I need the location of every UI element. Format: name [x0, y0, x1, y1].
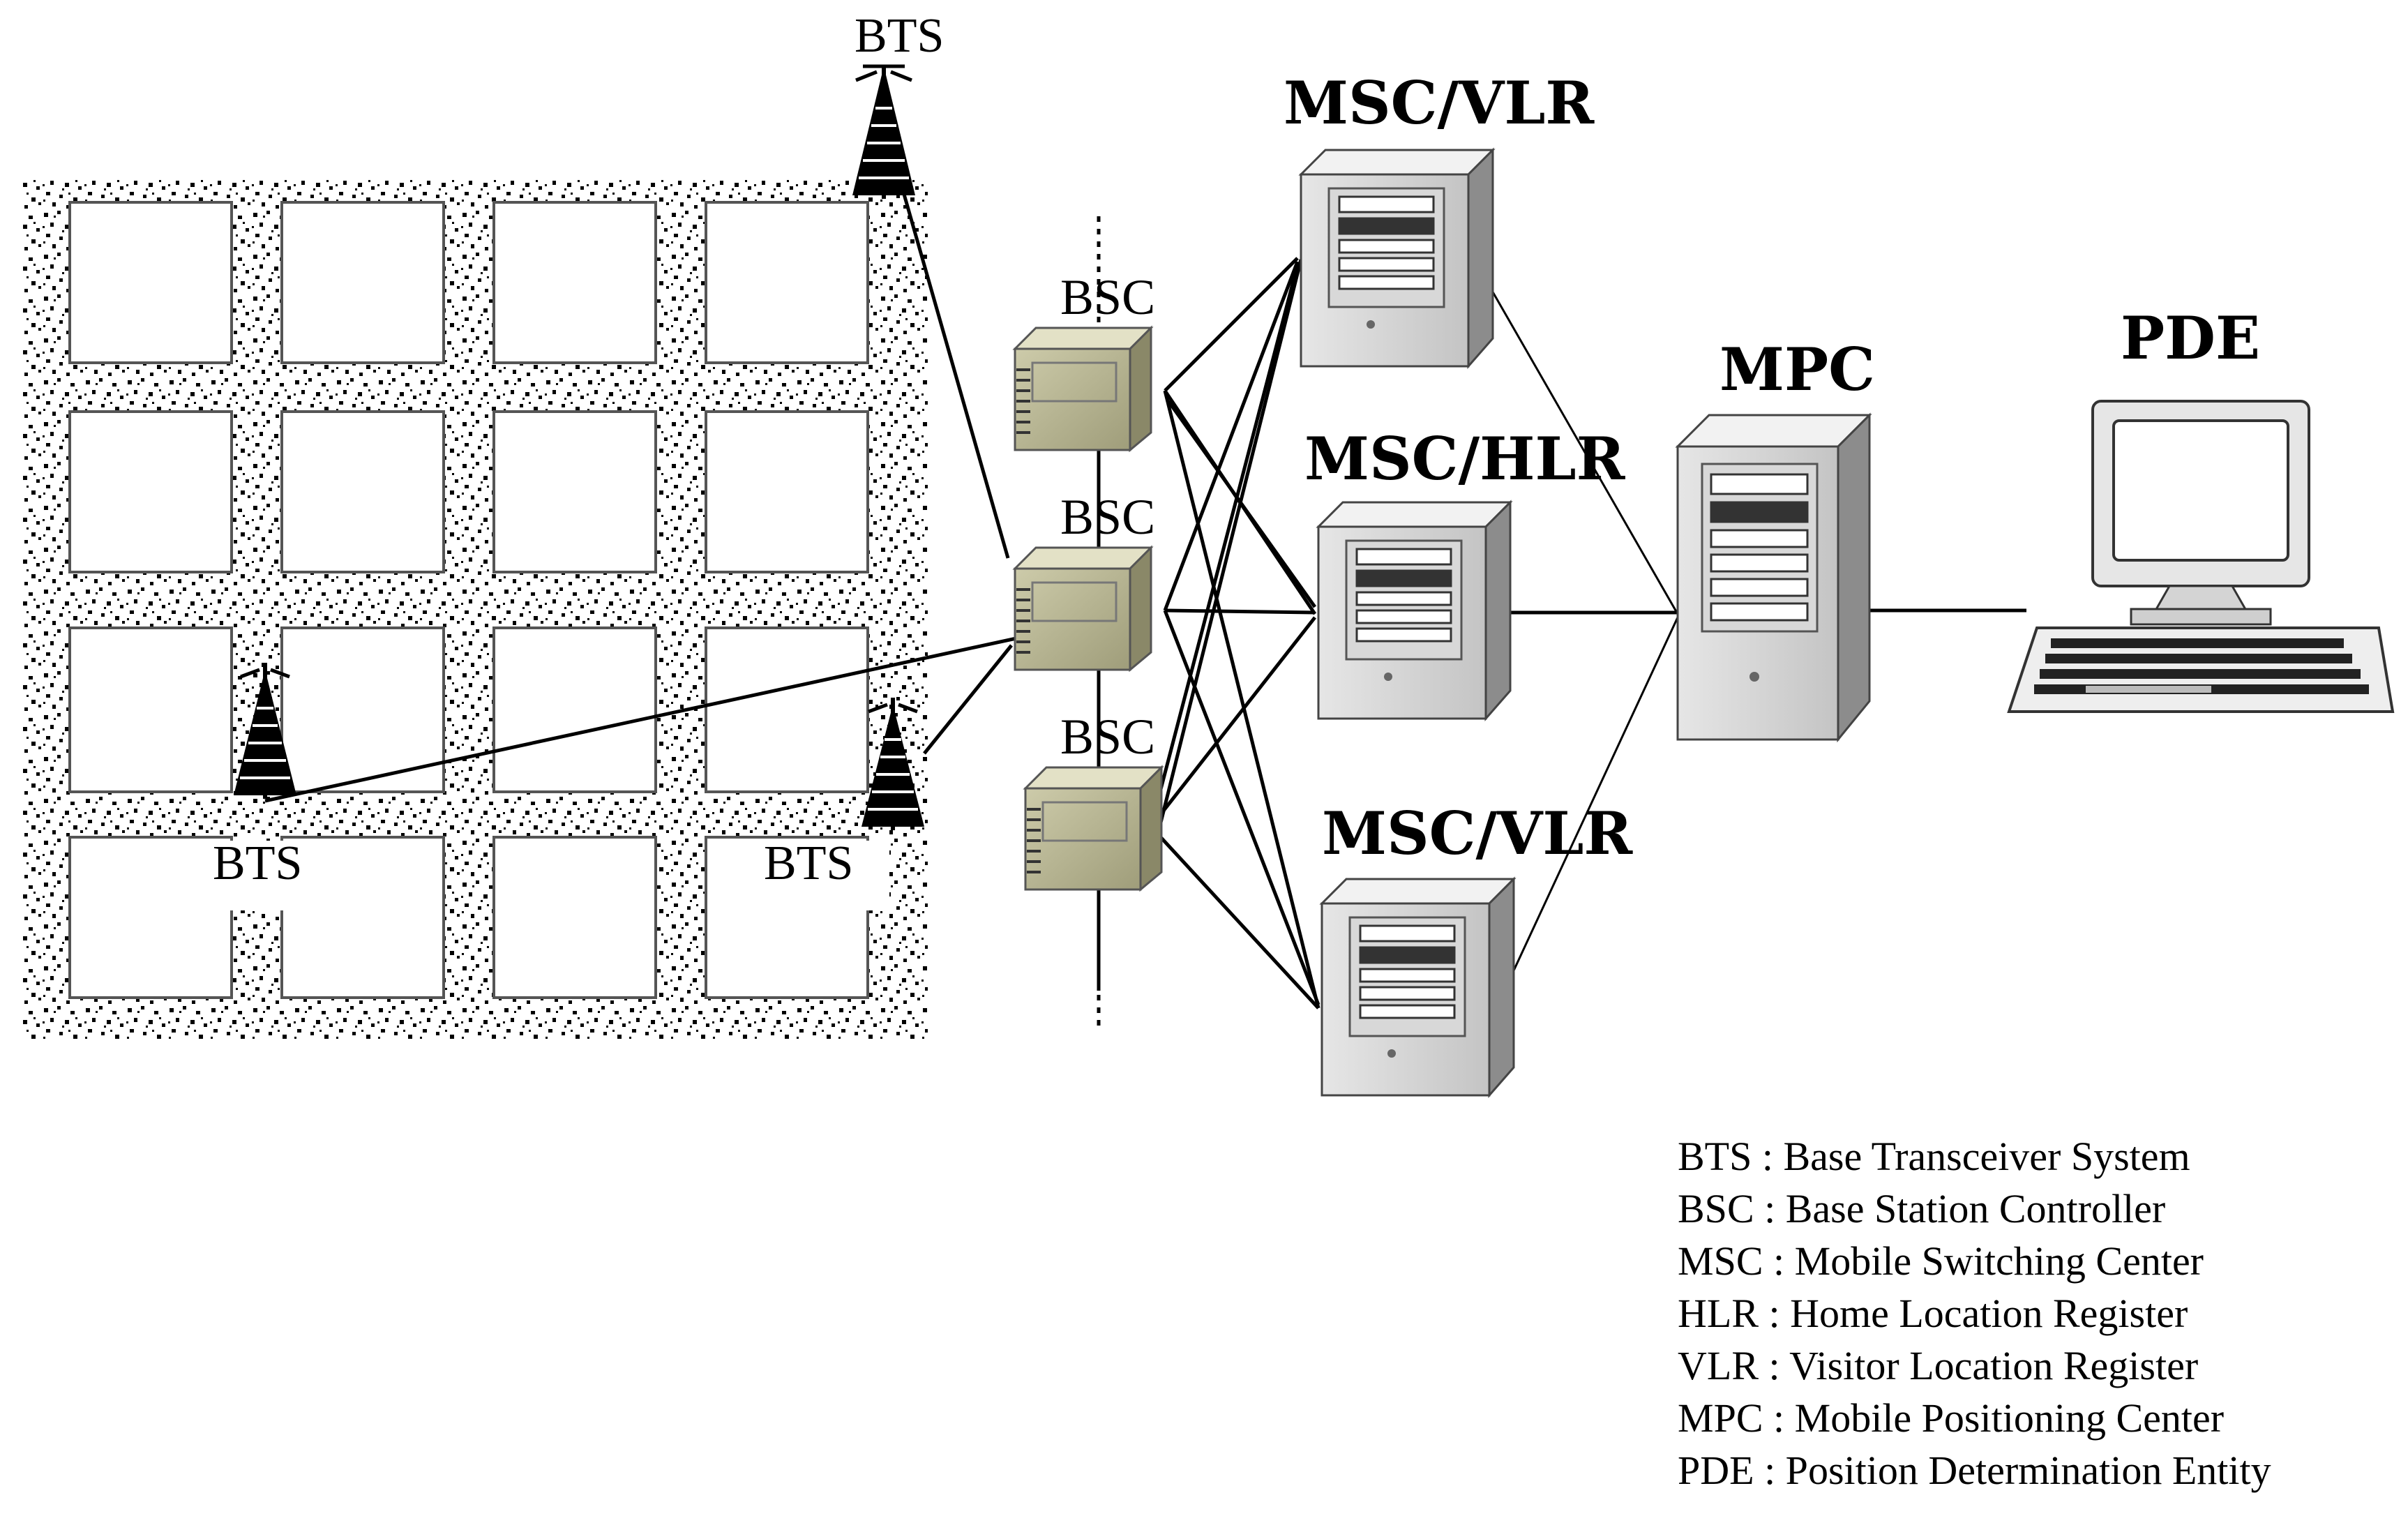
bsc-3-icon [1023, 765, 1164, 892]
bts-tower-left-icon [234, 663, 296, 799]
pde-label: PDE [2121, 303, 2261, 373]
mpc-server-icon [1675, 412, 1872, 743]
bts-right-label: BTS [764, 836, 854, 890]
pde-computer-icon [2007, 400, 2395, 713]
bts-tower-right-icon [861, 698, 924, 830]
legend-item: MSC : Mobile Switching Center [1678, 1238, 2204, 1284]
connection-lines [264, 191, 2026, 1033]
msc-hlr-server-icon [1316, 500, 1513, 721]
legend-item: BTS : Base Transceiver System [1678, 1134, 2190, 1179]
msc-vlr-bottom-server-icon [1319, 876, 1517, 1098]
city-grid [22, 178, 928, 1040]
legend-item: MPC : Mobile Positioning Center [1678, 1395, 2225, 1441]
mpc-label: MPC [1720, 335, 1876, 404]
bts-top-label: BTS [855, 9, 945, 63]
bts-left-label: BTS [213, 836, 303, 890]
abbreviation-legend: BTS : Base Transceiver System BSC : Base… [1678, 1130, 2271, 1496]
bsc-1-icon [1012, 325, 1154, 453]
msc-vlr-bottom-label: MSC/VLR [1322, 799, 1633, 868]
msc-vlr-top-label: MSC/VLR [1284, 68, 1595, 137]
legend-item: VLR : Visitor Location Register [1678, 1343, 2199, 1388]
bsc-3-label: BSC [1060, 709, 1156, 765]
bsc-1-label: BSC [1060, 269, 1156, 325]
bts-tower-top-icon [852, 64, 915, 199]
msc-vlr-top-server-icon [1298, 147, 1496, 369]
legend-item: HLR : Home Location Register [1678, 1291, 2188, 1336]
msc-hlr-label: MSC/HLR [1304, 424, 1625, 493]
bsc-2-icon [1012, 545, 1154, 673]
legend-item: BSC : Base Station Controller [1678, 1186, 2166, 1231]
bsc-2-label: BSC [1060, 489, 1156, 545]
legend-item: PDE : Position Determination Entity [1678, 1448, 2271, 1493]
